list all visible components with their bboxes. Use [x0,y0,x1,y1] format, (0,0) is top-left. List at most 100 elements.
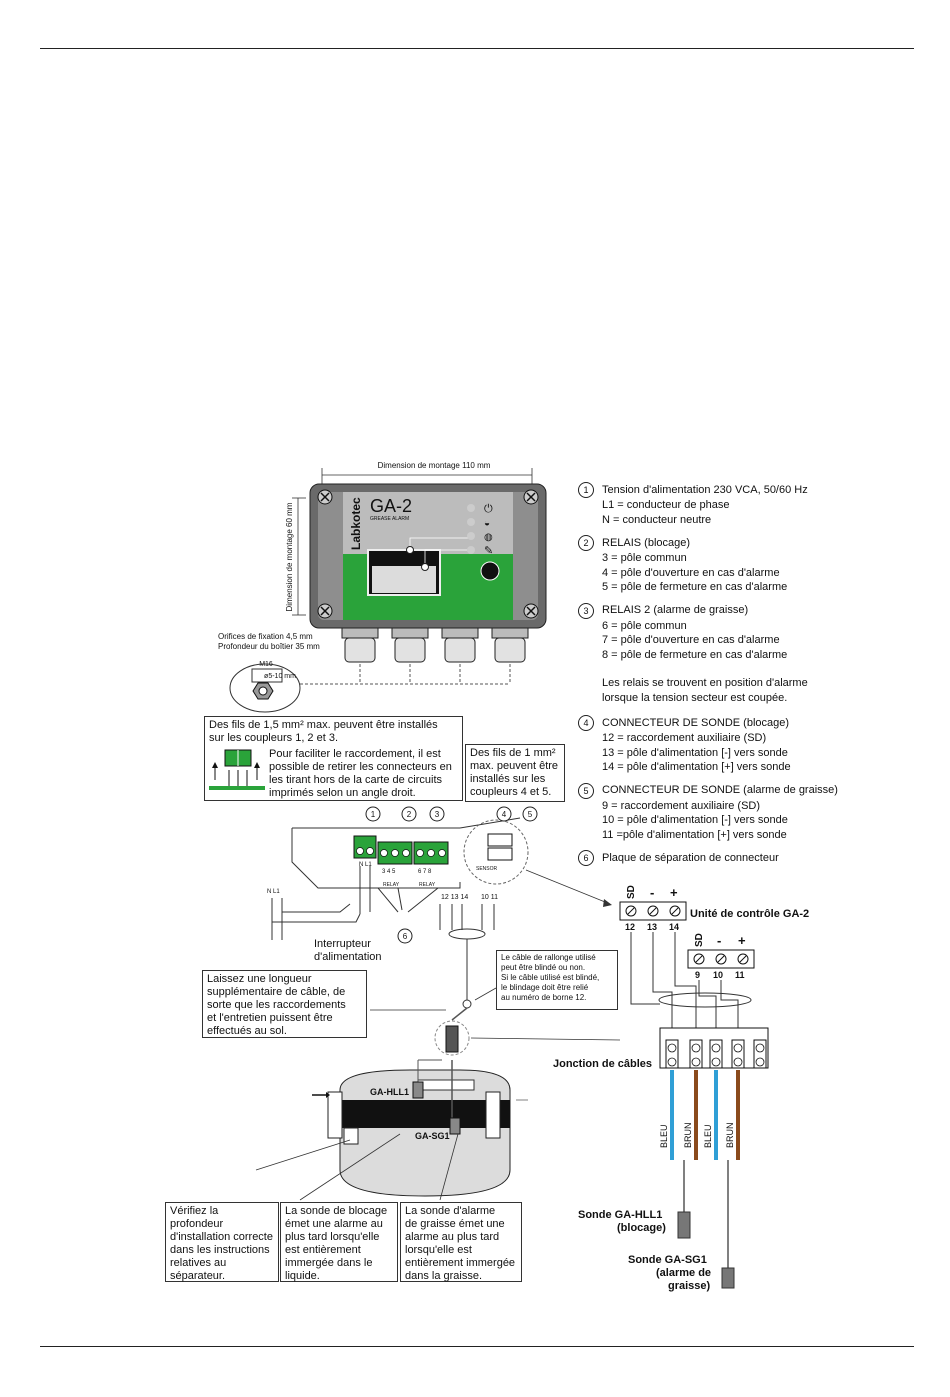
probe-hll1 [677,1211,691,1239]
wire-size-note-1-3: Des fils de 1,5 mm² max. peuvent être in… [204,716,463,801]
screw-icons [320,492,536,616]
svg-text:10: 10 [713,970,723,980]
wrench-icon: ✎ [484,545,493,557]
wire-size-note-4-5: Des fils de 1 mm² max. peuvent être inst… [465,744,565,802]
top-rule [40,48,914,49]
cable-gland-nut [494,637,526,663]
probe-sg1 [721,1267,735,1289]
control-unit-terminals: SD - + 12 13 14 SD - + 9 10 11 Unité de … [619,885,809,980]
svg-text:+: + [670,885,678,900]
svg-text:BRUN: BRUN [725,1122,735,1148]
cable-gland [391,627,429,639]
svg-text:3 4 5: 3 4 5 [382,869,396,875]
svg-text:(blocage): (blocage) [617,1222,666,1234]
dimension-width: Dimension de montage 110 mm [321,461,533,484]
callout-number-3: 3 [435,810,440,819]
ga2-enclosure: Labkotec GA-2 GREASE ALARM ⏻ ◒ ◍ ✎ ↻ [309,483,547,629]
svg-text:BLEU: BLEU [659,1124,669,1148]
callout-number-6: 6 [403,932,408,941]
relay-note: Les relais se trouvent en position d'ala… [602,677,808,704]
power-icon: ⏻ [484,503,493,515]
svg-text:graisse): graisse) [668,1280,711,1292]
cable-gland [491,627,529,639]
mains-wiring [271,866,495,1009]
cable-slack-note: Laissez une longueur supplémentaire de c… [202,970,367,1038]
circuit-board: N L1 3 4 5 6 7 8 RELAY RELAY SENSOR [291,817,529,889]
svg-text:SD: SD [626,885,637,899]
dimension-height-label: Dimension de montage 60 mm [285,502,294,611]
callout-number-2: 2 [407,810,412,819]
svg-text:(alarme de: (alarme de [656,1267,711,1279]
cable-shield-note: Le câble de rallonge utilisé peut être b… [496,950,618,1010]
dimension-width-label: Dimension de montage 110 mm [378,461,491,470]
callout-number-1: 1 [371,810,376,819]
grease-separator: GA-HLL1 GA-SG1 [312,1007,621,1197]
svg-text:RELAY: RELAY [419,882,436,888]
switch-label: Interrupteur [314,938,371,950]
svg-text:11: 11 [735,970,745,980]
svg-text:Sonde GA-SG1: Sonde GA-SG1 [628,1254,707,1266]
alarm-icon: ◒ [484,518,490,529]
grease-icon: ◍ [484,532,493,543]
brand-logo: Labkotec [349,497,363,550]
cable-gland-nut [344,637,376,663]
cable-junction: Jonction de câbles [553,1027,769,1070]
cable-glands [341,627,529,663]
svg-text:13: 13 [647,922,657,932]
svg-text:GA-HLL1: GA-HLL1 [370,1087,409,1097]
svg-text:6 7 8: 6 7 8 [418,869,432,875]
svg-text:-: - [650,885,654,900]
gland-detail: M16 ø5-10 mm [229,661,301,713]
svg-text:d'alimentation: d'alimentation [314,951,382,963]
svg-text:SD: SD [694,933,705,947]
dimension-height: Dimension de montage 60 mm [285,497,306,616]
svg-text:GA-SG1: GA-SG1 [415,1131,450,1141]
svg-text:+: + [738,933,746,948]
cable-gland [341,627,379,639]
connector-removal-icon [209,749,265,790]
cable-gland-nut [394,637,426,663]
svg-text:14: 14 [669,922,679,932]
svg-text:-: - [717,933,721,948]
bottom-rule [40,1346,914,1347]
svg-text:12 13 14: 12 13 14 [441,894,468,901]
installation-depth-note: Vérifiez la profondeur d'installation co… [165,1202,279,1282]
grease-probe-note: La sonde d'alarme de graisse émet une al… [400,1202,522,1282]
probe-wires [670,1070,740,1160]
device-model: GA-2 [370,496,412,516]
callout-circle-2 [401,806,417,822]
case-depth-label: Profondeur du boîtier 35 mm [218,642,320,651]
blocking-probe-note: La sonde de blocage émet une alarme au p… [280,1202,398,1282]
svg-text:SENSOR: SENSOR [476,866,498,872]
svg-text:BRUN: BRUN [683,1122,693,1148]
svg-text:9: 9 [695,970,700,980]
callout-circle-3 [429,806,445,822]
svg-text:ø5-10 mm: ø5-10 mm [264,673,296,680]
cable-gland [441,627,479,639]
svg-text:N L1: N L1 [267,889,280,895]
svg-text:Sonde GA-HLL1: Sonde GA-HLL1 [578,1209,662,1221]
svg-text:N L1: N L1 [359,862,372,868]
reset-button-icon: ↻ [485,566,494,578]
callout-circle-5 [522,806,538,822]
svg-text:12: 12 [625,922,635,932]
callout-circle-6 [397,928,413,944]
svg-text:RELAY: RELAY [383,882,400,888]
svg-text:10 11: 10 11 [481,894,498,901]
svg-text:BLEU: BLEU [703,1124,713,1148]
junction-label: Jonction de câbles [553,1058,652,1070]
callout-circle-1 [365,806,381,822]
device-subtitle: GREASE ALARM [370,516,409,522]
callout-number-5: 5 [528,810,533,819]
fixing-holes-label: Orifices de fixation 4,5 mm [218,632,313,641]
callout-circle-4 [496,806,512,822]
